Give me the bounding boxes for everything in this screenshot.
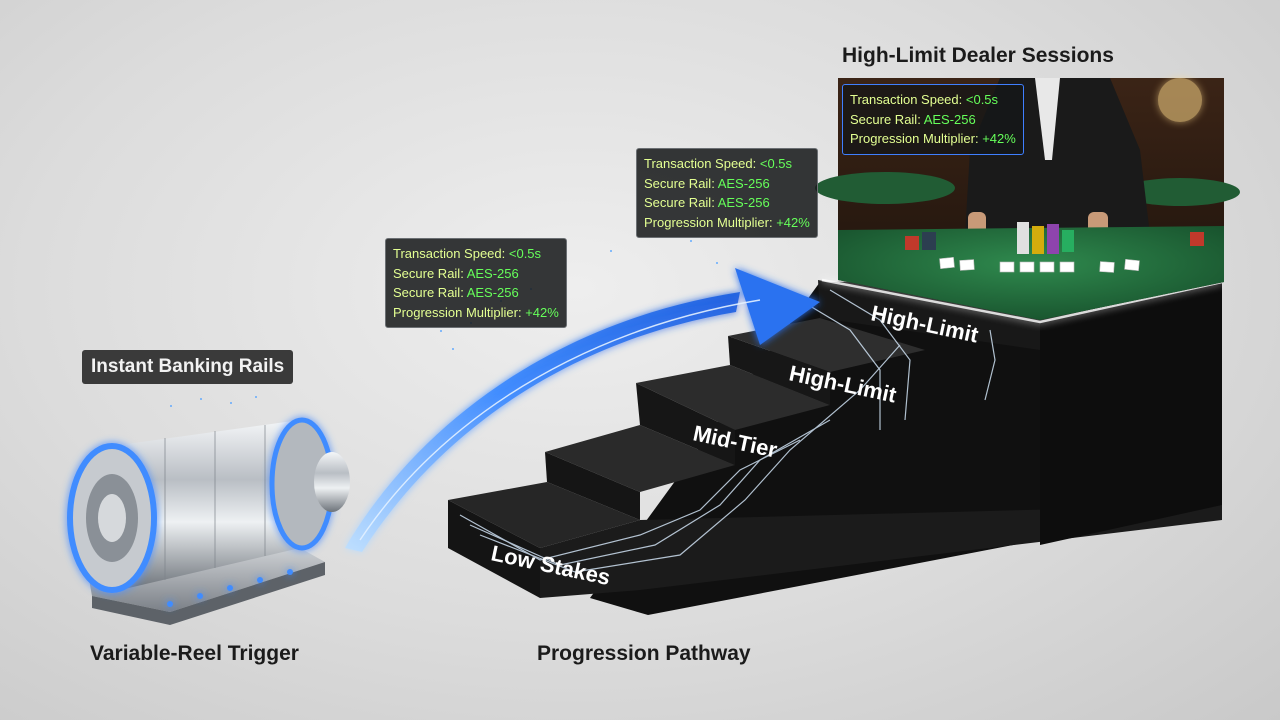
stat-value: AES-256 <box>717 195 770 210</box>
instant-banking-rails-label: Instant Banking Rails <box>82 350 294 384</box>
stat-row: Progression Multiplier: +42% <box>850 129 1016 149</box>
step-high-limit-lower <box>636 365 830 430</box>
stat-row: Secure Rail: AES-256 <box>644 193 810 213</box>
stat-row: Transaction Speed: <0.5s <box>644 154 810 174</box>
stat-key: Progression Multiplier: <box>850 131 983 146</box>
staircase <box>448 278 1223 615</box>
stat-key: Secure Rail: <box>393 285 467 300</box>
stat-value: <0.5s <box>508 246 542 261</box>
progression-arrow <box>345 268 820 552</box>
stat-key: Secure Rail: <box>644 175 718 191</box>
stat-value: AES-256 <box>923 111 976 127</box>
stat-row: Secure Rail: AES-256 <box>850 110 1016 130</box>
stat-row: Secure Rail: AES-256 <box>393 264 559 284</box>
stat-row: Secure Rail: AES-256 <box>644 174 810 194</box>
stat-key: Progression Multiplier: <box>393 304 526 320</box>
step-mid-tier <box>545 425 735 492</box>
stat-value: +42% <box>776 214 810 230</box>
stat-value: AES-256 <box>466 285 519 300</box>
stats-panel-upper: Transaction Speed: <0.5s Secure Rail: AE… <box>636 148 818 238</box>
stat-value: +42% <box>525 304 559 320</box>
stat-value: +42% <box>982 131 1016 146</box>
stats-panel-dealer: Transaction Speed: <0.5s Secure Rail: AE… <box>842 84 1024 155</box>
stat-value: <0.5s <box>965 92 999 107</box>
stat-row: Transaction Speed: <0.5s <box>393 244 559 264</box>
stat-key: Secure Rail: <box>393 265 467 281</box>
stat-value: <0.5s <box>759 156 793 171</box>
stat-row: Transaction Speed: <0.5s <box>850 90 1016 110</box>
stat-key: Transaction Speed: <box>850 92 966 107</box>
stat-key: Secure Rail: <box>644 195 718 210</box>
stats-panel-mid: Transaction Speed: <0.5s Secure Rail: AE… <box>385 238 567 328</box>
stat-row: Progression Multiplier: +42% <box>644 213 810 233</box>
step-low-stakes <box>448 482 640 548</box>
stat-value: AES-256 <box>466 265 519 281</box>
stat-value: AES-256 <box>717 175 770 191</box>
variable-reel-trigger-caption: Variable-Reel Trigger <box>90 642 299 665</box>
chip-stacks <box>905 222 1204 254</box>
stat-key: Secure Rail: <box>850 111 924 127</box>
high-limit-dealer-sessions-caption: High-Limit Dealer Sessions <box>842 44 1114 67</box>
reel-trigger-machine <box>67 417 350 625</box>
stat-key: Transaction Speed: <box>644 156 760 171</box>
stat-key: Progression Multiplier: <box>644 214 777 230</box>
progression-pathway-caption: Progression Pathway <box>537 642 751 665</box>
stat-key: Transaction Speed: <box>393 246 509 261</box>
playing-cards <box>939 256 1140 273</box>
stat-row: Secure Rail: AES-256 <box>393 283 559 303</box>
stat-row: Progression Multiplier: +42% <box>393 303 559 323</box>
